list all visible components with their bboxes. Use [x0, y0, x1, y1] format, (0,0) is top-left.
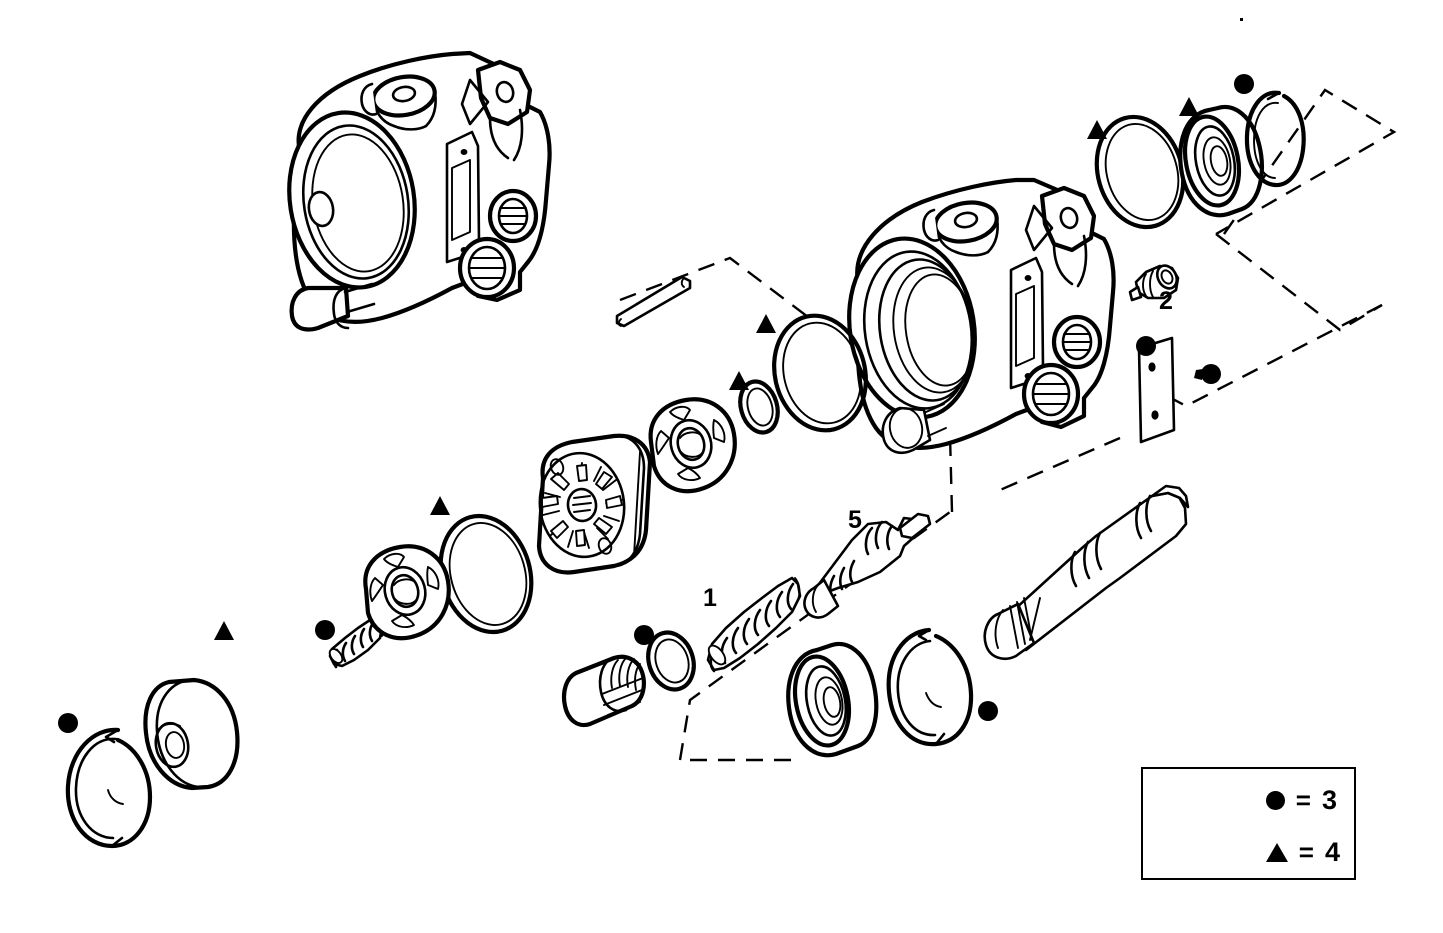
dowel-pin [615, 275, 692, 328]
pump-housing-assembled [287, 50, 552, 332]
pressure-plug [561, 654, 646, 728]
circle-symbol-icon [1265, 790, 1285, 810]
flow-control-valve [803, 512, 932, 619]
o-ring-plug [646, 630, 696, 692]
legend-row-circle: = 3 [1265, 784, 1340, 815]
pressure-plate [648, 397, 737, 494]
callout-5: 5 [848, 506, 862, 534]
legend-rows: = 3 = 4 [1265, 784, 1340, 867]
drive-shaft [983, 484, 1190, 660]
triangle-markers [214, 97, 1199, 640]
legend-equals-circle: = [1295, 785, 1311, 815]
fitting-nipple [1128, 264, 1180, 302]
end-cover [143, 677, 240, 791]
spring-small [328, 616, 386, 669]
ball-bearing-lower [786, 641, 879, 758]
snap-ring-upper [1244, 90, 1306, 188]
legend-row-triangle: = 4 [1265, 836, 1340, 867]
callout-2: 2 [1159, 287, 1173, 315]
legend-qty-circle: 3 [1321, 784, 1337, 815]
legend-equals-triangle: = [1298, 837, 1314, 867]
o-ring-mid [772, 313, 868, 433]
spring-main [706, 576, 802, 673]
callout-1: 1 [703, 584, 717, 612]
pump-housing-main [847, 177, 1116, 454]
thrust-plate [363, 544, 451, 641]
mounting-bracket [1137, 336, 1176, 444]
triangle-symbol-icon [1265, 842, 1288, 862]
circle-markers [58, 74, 1254, 733]
o-ring-small [738, 379, 780, 435]
snap-ring-lower [65, 727, 153, 849]
symbol-legend: = 3 = 4 [1141, 767, 1356, 880]
snap-ring-shaft [886, 627, 974, 747]
legend-qty-triangle: 4 [1324, 836, 1340, 867]
cam-ring-rotor [536, 433, 653, 575]
o-ring-large-upper [1094, 114, 1186, 230]
artifact-speck [1240, 18, 1243, 21]
